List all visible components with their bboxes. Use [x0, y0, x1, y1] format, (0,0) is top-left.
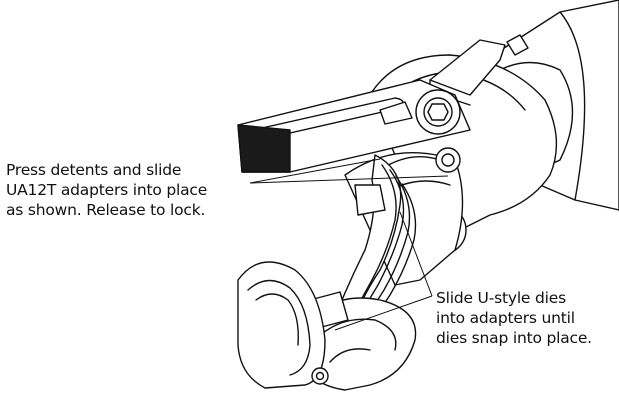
- die-pin: [311, 367, 329, 385]
- leader-line-left-upper: [249, 158, 381, 184]
- handle-end-face: [237, 124, 291, 173]
- callout-left-line-3: as shown. Release to lock.: [6, 201, 206, 219]
- leader-line-left-lower: [249, 175, 449, 184]
- callout-right-line-1: Slide U-style dies: [436, 289, 566, 307]
- side-wing-plate: [237, 261, 326, 389]
- callout-right-line-3: dies snap into place.: [436, 329, 592, 347]
- callout-left-line-2: UA12T adapters into place: [6, 181, 208, 199]
- callout-left-line-1: Press detents and slide: [6, 161, 182, 179]
- top-handle-arm: [237, 79, 471, 173]
- adapter-latch: [435, 147, 461, 173]
- leader-line-right-lower: [334, 295, 433, 331]
- callout-right-line-2: into adapters until: [436, 309, 575, 327]
- leader-line-right-upper: [399, 211, 433, 297]
- callout-die-instructions: Slide U-style dies into adapters until d…: [436, 288, 592, 348]
- callout-adapter-instructions: Press detents and slide UA12T adapters i…: [6, 160, 207, 220]
- pivot-bolt-upper: [415, 89, 461, 135]
